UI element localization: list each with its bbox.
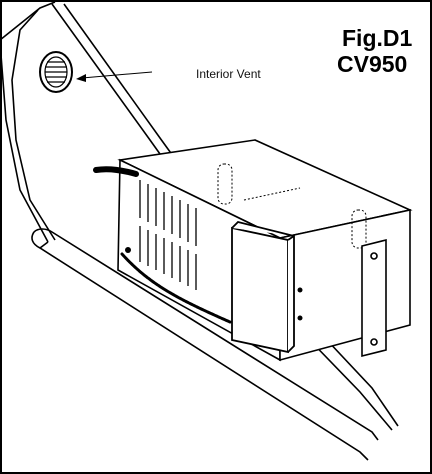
control-cover [231,221,295,354]
heater-grille [139,180,197,290]
mounting-bracket [361,238,387,358]
figure-model: CV950 [337,51,407,77]
figure-label: Fig.D1 [342,25,412,51]
top-bracket [217,163,367,249]
interior-vent [39,51,73,93]
vent-leader-arrow [76,71,153,82]
front-screws [125,247,303,321]
power-cable [93,166,232,324]
interior-vent-label: Interior Vent [196,67,261,81]
